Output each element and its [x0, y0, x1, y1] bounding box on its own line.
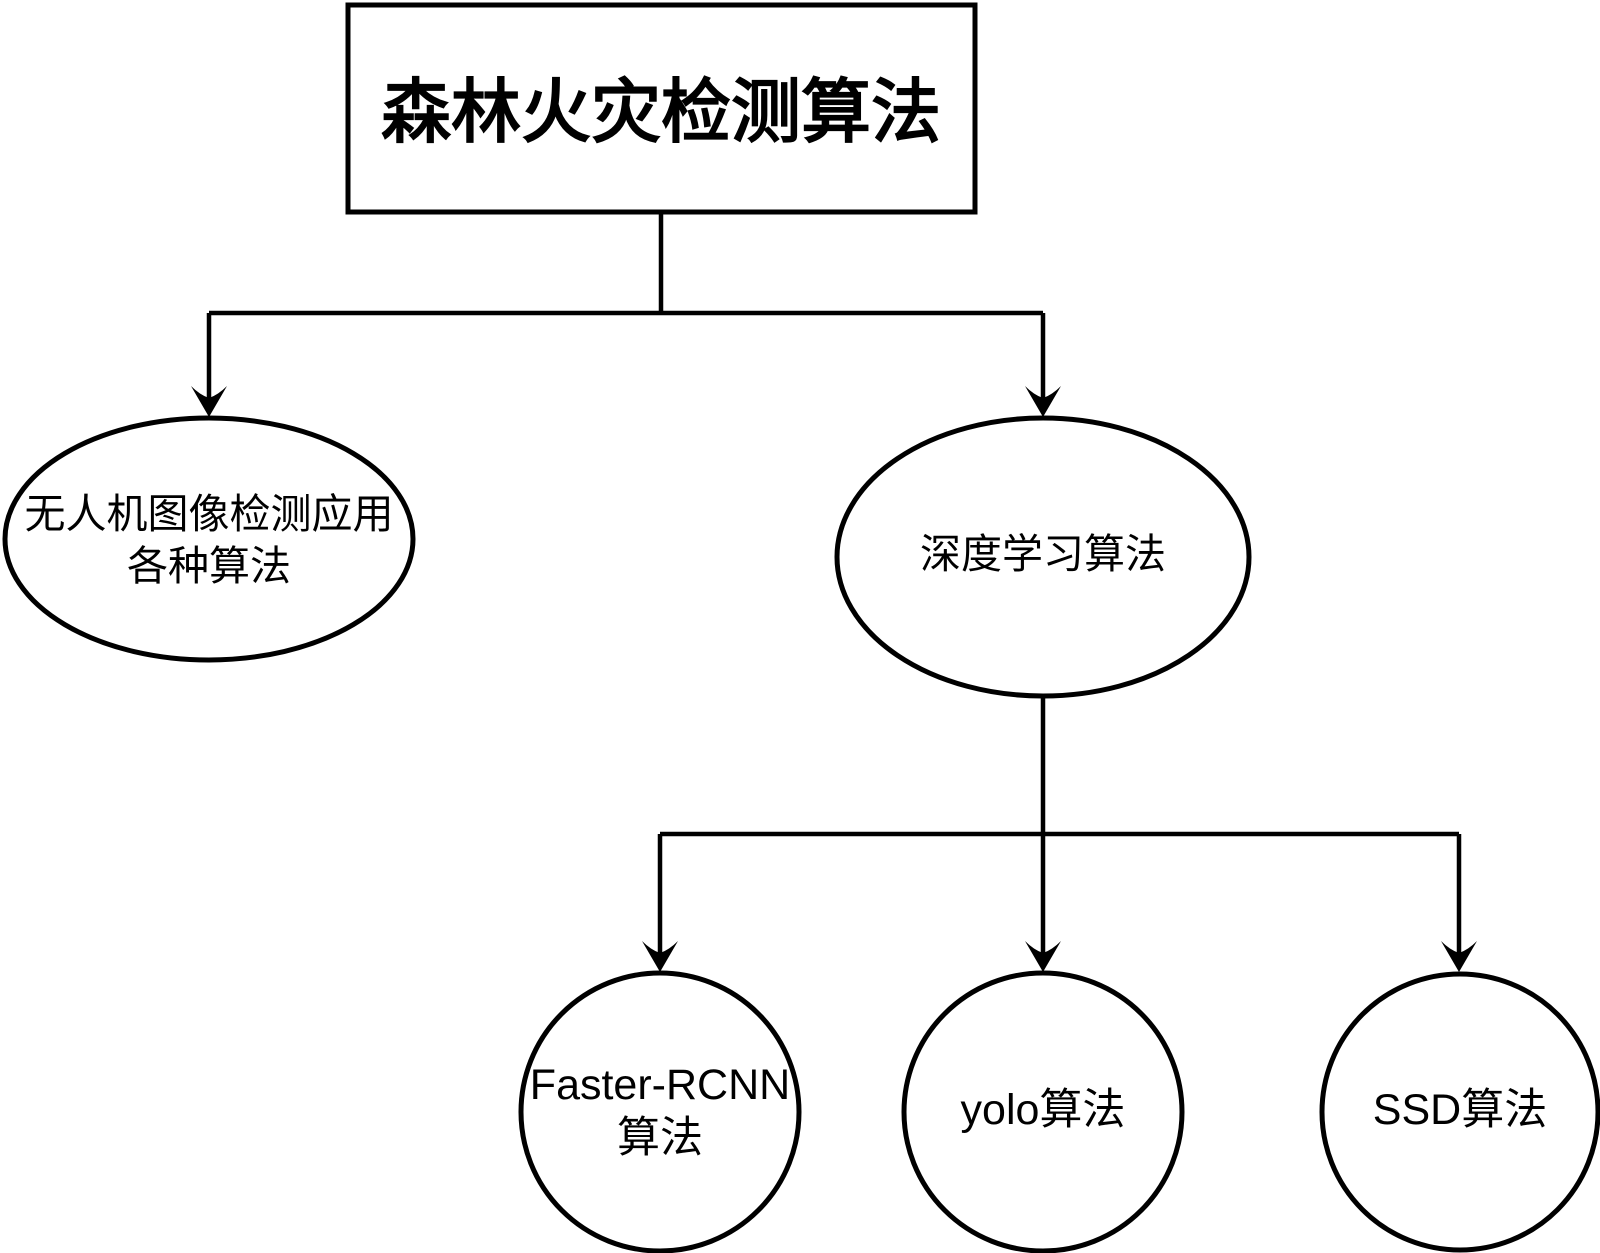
faster-rcnn-label-line2: 算法	[617, 1114, 703, 1162]
root-rect-shape	[345, 2, 978, 215]
deep-learning-label: 深度学习算法	[920, 531, 1166, 577]
yolo-circle-shape	[901, 970, 1185, 1253]
node-ssd: SSD算法	[1319, 971, 1600, 1253]
node-yolo: yolo算法	[901, 970, 1185, 1253]
edge-deep-learning-branches	[657, 696, 1462, 954]
faster-rcnn-circle-shape	[518, 970, 802, 1253]
root-label: 森林火灾检测算法	[381, 73, 941, 151]
arrowhead-ssd	[1441, 941, 1477, 972]
yolo-label: yolo算法	[961, 1086, 1126, 1134]
ssd-circle-shape	[1319, 971, 1600, 1253]
node-uav: 无人机图像检测应用 各种算法	[2, 415, 416, 663]
node-deep-learning: 深度学习算法	[834, 415, 1252, 699]
uav-ellipse-shape	[2, 415, 416, 663]
faster-rcnn-label-line1: Faster-RCNN	[530, 1061, 790, 1109]
arrowhead-yolo	[1025, 941, 1061, 972]
uav-label-line1: 无人机图像检测应用	[25, 491, 394, 537]
deep-learning-ellipse-shape	[834, 415, 1252, 699]
edge-root-branches	[206, 212, 1046, 399]
ssd-label: SSD算法	[1373, 1086, 1547, 1134]
arrowhead-uav	[191, 386, 227, 417]
node-faster-rcnn: Faster-RCNN 算法	[518, 970, 802, 1253]
arrowhead-faster-rcnn	[642, 941, 678, 972]
node-root: 森林火灾检测算法	[345, 2, 978, 215]
arrowhead-deep-learning	[1025, 386, 1061, 417]
uav-label-line2: 各种算法	[127, 543, 291, 589]
